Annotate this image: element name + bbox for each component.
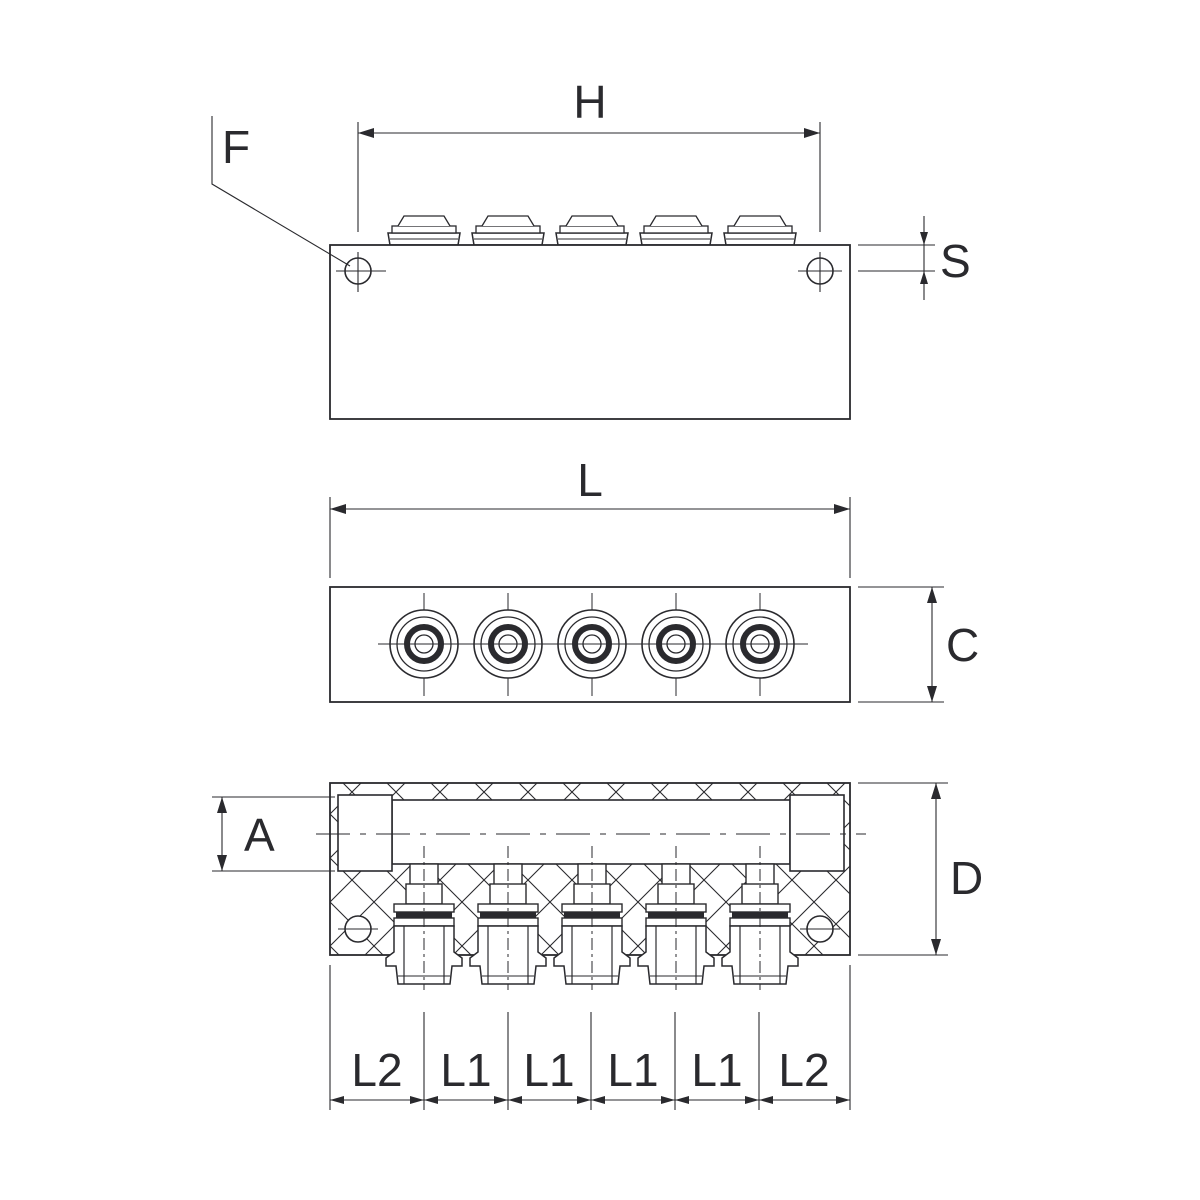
front-port (552, 593, 632, 696)
dimension-s: S (858, 216, 971, 300)
section-fittings (385, 846, 799, 990)
dimension-c: C (858, 586, 979, 703)
section-fitting (553, 846, 631, 990)
dimension-d: D (858, 782, 983, 956)
label-c: C (946, 619, 979, 671)
label-l1-4: L1 (691, 1044, 742, 1096)
section-hole-right (800, 915, 840, 943)
label-s: S (940, 235, 971, 287)
top-port-cap (639, 215, 713, 246)
section-fitting (637, 846, 715, 990)
section-fitting (469, 846, 547, 990)
label-l2-left: L2 (351, 1044, 402, 1096)
front-port (384, 593, 464, 696)
label-a: A (244, 809, 275, 861)
section-view: A D (212, 782, 983, 1110)
top-port-cap (555, 215, 629, 246)
top-port-cap (723, 215, 797, 246)
label-f: F (222, 121, 250, 173)
leader-f: F (211, 116, 351, 267)
top-port-cap (471, 215, 545, 246)
dimension-a: A (212, 796, 335, 872)
section-fitting (385, 846, 463, 990)
label-l2-right: L2 (778, 1044, 829, 1096)
top-port-caps (387, 215, 797, 246)
section-hole-left (338, 915, 378, 943)
front-port (636, 593, 716, 696)
label-h: H (573, 76, 606, 128)
top-view: H F S (211, 76, 971, 420)
front-ports (384, 593, 800, 696)
spacing-dimensions: L2 L1 L1 L1 L1 L2 (329, 965, 851, 1110)
label-l: L (577, 454, 603, 506)
top-port-cap (387, 215, 461, 246)
mount-hole-left (336, 252, 386, 292)
label-l1-1: L1 (440, 1044, 491, 1096)
label-l1-2: L1 (523, 1044, 574, 1096)
front-view: L C (329, 454, 979, 703)
mount-hole-right (798, 252, 842, 292)
label-l1-3: L1 (607, 1044, 658, 1096)
dimension-l: L (329, 454, 851, 578)
label-d: D (950, 852, 983, 904)
front-port (720, 593, 800, 696)
section-fitting (721, 846, 799, 990)
front-port (468, 593, 548, 696)
dimension-h: H (357, 76, 821, 232)
top-body (329, 244, 851, 420)
